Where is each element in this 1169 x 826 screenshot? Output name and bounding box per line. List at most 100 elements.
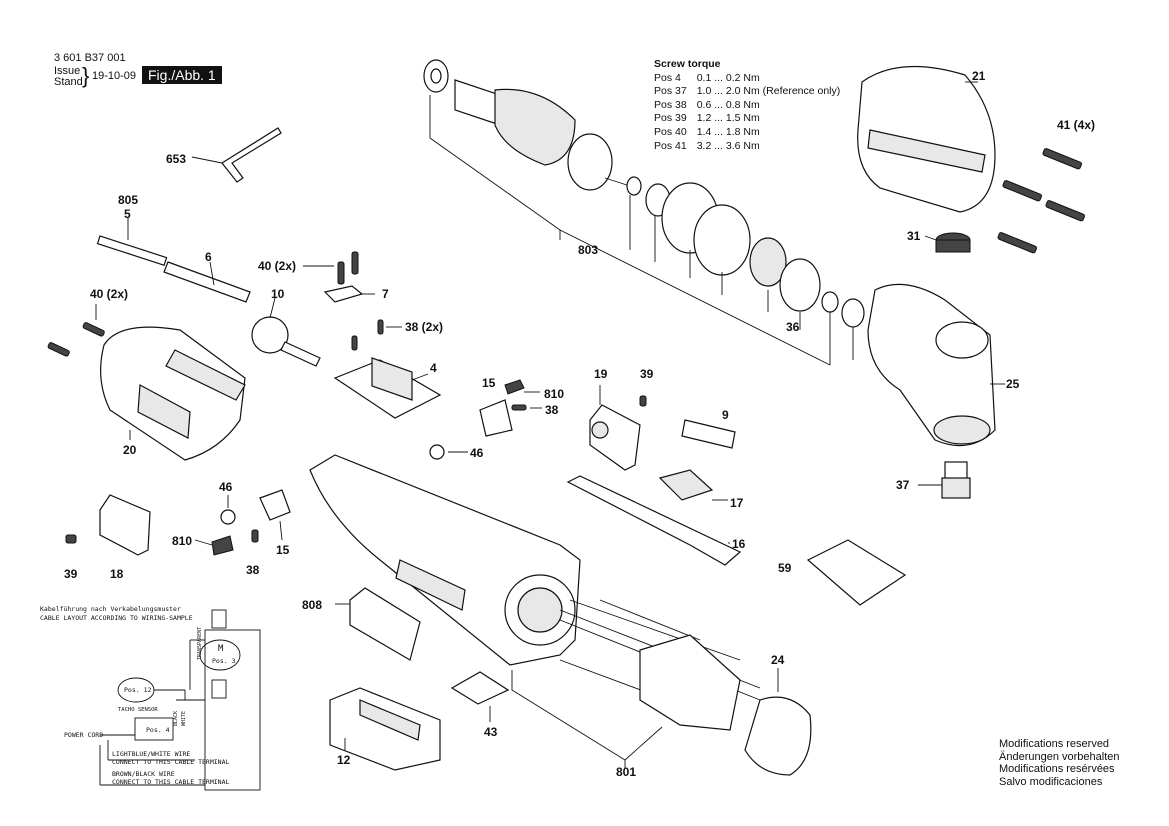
pos-12: Pos. 12 bbox=[124, 686, 152, 694]
part-number: 3 601 B37 001 bbox=[54, 52, 126, 64]
lightblue-terminal: CONNECT TO THIS CABLE TERMINAL bbox=[112, 758, 230, 766]
part-label-31: 31 bbox=[907, 229, 921, 243]
torque-row: Pos 40 1.4 ... 1.8 Nm bbox=[654, 126, 850, 140]
part-label-46-mid: 46 bbox=[470, 446, 484, 460]
part-label-38-left: 38 bbox=[246, 563, 260, 577]
part-label-37: 37 bbox=[896, 478, 910, 492]
part-label-805: 805 bbox=[118, 193, 139, 207]
cover-18-part bbox=[65, 494, 151, 556]
mod-line-de: Änderungen vorbehalten bbox=[999, 750, 1120, 763]
housing-20-part bbox=[100, 326, 246, 461]
bracket-19-part bbox=[589, 385, 647, 471]
cap-31-part bbox=[924, 232, 971, 253]
brown-terminal: CONNECT TO THIS CABLE TERMINAL bbox=[112, 778, 230, 786]
brush-holder-15-part bbox=[429, 379, 542, 460]
hex-key-part bbox=[221, 127, 282, 183]
motor-12-part bbox=[329, 687, 441, 771]
part-label-36: 36 bbox=[786, 320, 800, 334]
part-label-18: 18 bbox=[110, 567, 124, 581]
cable-layout-schematic bbox=[99, 609, 261, 791]
screw-torque-table: Screw torque Pos 4 0.1 ... 0.2 Nm Pos 37 1… bbox=[654, 58, 850, 153]
torque-row: Pos 39 1.2 ... 1.5 Nm bbox=[654, 112, 850, 126]
torque-value: 0.1 ... 0.2 Nm bbox=[696, 71, 760, 84]
torque-row: Pos 4 0.1 ... 0.2 Nm bbox=[654, 72, 850, 86]
motor-housing-24-part bbox=[639, 634, 812, 776]
part-label-38-mid: 38 bbox=[545, 403, 559, 417]
cable-title-en: CABLE LAYOUT ACCORDING TO WIRING-SAMPLE bbox=[40, 614, 193, 622]
mod-line-fr: Modifications resérvées bbox=[999, 763, 1115, 775]
torque-value: 0.6 ... 0.8 Nm bbox=[696, 98, 760, 111]
mod-line-es: Salvo modificaciones bbox=[999, 775, 1103, 788]
part-label-21: 21 bbox=[972, 69, 986, 83]
brown-wire: BROWN/BLACK WIRE bbox=[112, 770, 175, 778]
motor-pos: Pos. 3 bbox=[212, 657, 236, 665]
torque-pos: Pos 4 bbox=[654, 71, 681, 84]
spindle-shaft-part bbox=[96, 217, 321, 367]
mod-line-en: Modifications reserved bbox=[999, 738, 1110, 750]
part-label-43: 43 bbox=[484, 725, 498, 739]
part-label-19: 19 bbox=[594, 367, 608, 381]
torque-value: 1.2 ... 1.5 Nm bbox=[696, 112, 760, 125]
torque-value: 3.2 ... 3.6 Nm bbox=[696, 139, 760, 152]
torque-pos: Pos 38 bbox=[654, 98, 687, 111]
part-label-16: 16 bbox=[732, 537, 746, 551]
torque-value: 1.0 ... 2.0 Nm (Reference only) bbox=[696, 85, 841, 98]
switch-rod-16-part bbox=[566, 475, 742, 566]
torque-row: Pos 41 3.2 ... 3.6 Nm bbox=[654, 140, 850, 154]
wire-white: WHITE bbox=[181, 710, 187, 726]
lightblue-wire: LIGHTBLUE/WHITE WIRE bbox=[112, 750, 191, 758]
part-label-59: 59 bbox=[778, 561, 792, 575]
part-label-803: 803 bbox=[578, 243, 599, 257]
label-808-part bbox=[349, 587, 421, 661]
part-label-810-mid: 810 bbox=[544, 387, 565, 401]
label-43-part bbox=[450, 671, 510, 705]
part-label-12: 12 bbox=[337, 753, 351, 767]
pos-4: Pos. 4 bbox=[146, 726, 170, 734]
part-label-10: 10 bbox=[271, 287, 285, 301]
part-label-810-left: 810 bbox=[172, 534, 193, 548]
torque-row: Pos 37 1.0 ... 2.0 Nm (Reference only) bbox=[654, 85, 850, 99]
tacho-sensor: TACHO SENSOR bbox=[118, 707, 158, 713]
part-label-7: 7 bbox=[382, 287, 389, 301]
part-label-40-left: 40 (2x) bbox=[90, 287, 129, 301]
part-label-808: 808 bbox=[302, 598, 323, 612]
torque-pos: Pos 39 bbox=[654, 112, 687, 125]
torque-title: Screw torque bbox=[654, 58, 721, 70]
torque-row: Pos 38 0.6 ... 0.8 Nm bbox=[654, 99, 850, 113]
modifications-notice: Modifications reserved Änderungen vorbeh… bbox=[999, 738, 1119, 788]
torque-pos: Pos 41 bbox=[654, 139, 687, 152]
block-7-part bbox=[323, 285, 364, 303]
part-label-653: 653 bbox=[166, 152, 187, 166]
part-label-15-mid: 15 bbox=[482, 376, 496, 390]
motor-m: M bbox=[218, 644, 224, 654]
torque-pos: Pos 37 bbox=[654, 85, 687, 98]
issue-label: Issue bbox=[54, 65, 81, 77]
part-label-46-left: 46 bbox=[219, 480, 233, 494]
torque-pos: Pos 40 bbox=[654, 125, 687, 138]
figure-label: Fig./Abb. 1 bbox=[142, 66, 222, 84]
screw-40-top-part bbox=[303, 251, 375, 303]
part-label-38-2x: 38 (2x) bbox=[405, 320, 444, 334]
part-label-20: 20 bbox=[123, 443, 137, 457]
main-housing-part bbox=[309, 454, 581, 666]
part-label-5: 5 bbox=[124, 207, 131, 221]
part-label-4: 4 bbox=[430, 361, 437, 375]
label-9-part bbox=[681, 419, 736, 449]
screw-41-part bbox=[997, 148, 1085, 254]
nut-37-part bbox=[918, 461, 971, 499]
part-label-41: 41 (4x) bbox=[1057, 118, 1096, 132]
brace-icon: } bbox=[82, 63, 90, 88]
slider-17-part bbox=[658, 469, 714, 501]
switch-4-part bbox=[333, 319, 442, 419]
screw-40-part bbox=[47, 304, 105, 357]
part-label-15-left: 15 bbox=[276, 543, 290, 557]
gear-head-25-part bbox=[867, 283, 1005, 447]
brush-holder-15b-part bbox=[194, 489, 291, 556]
part-label-25: 25 bbox=[1006, 377, 1020, 391]
armature-803-part bbox=[423, 59, 865, 366]
part-label-39-left: 39 bbox=[64, 567, 78, 581]
stand-label: Stand bbox=[54, 76, 83, 88]
part-label-17: 17 bbox=[730, 496, 744, 510]
torque-value: 1.4 ... 1.8 Nm bbox=[696, 125, 760, 138]
